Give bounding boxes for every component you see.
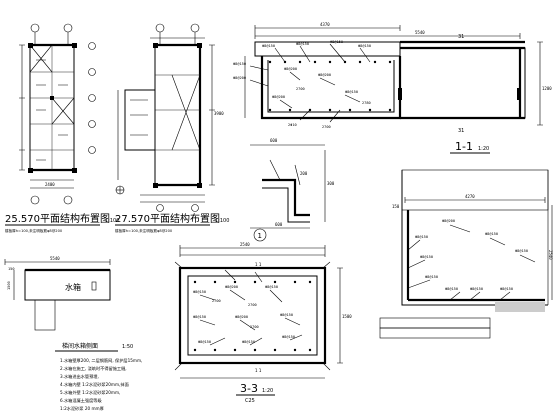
note-line-2: 2.水箱在施工, 浇筑时不得留施工缝, (60, 365, 127, 372)
s33-right-dim: 1500 (342, 314, 352, 319)
s22-bar-8: Φ8@150 (470, 287, 483, 291)
s22-bar-7: Φ8@150 (445, 287, 458, 291)
bottom-right-block (379, 317, 491, 339)
s11-spacing-1: 2Φ10 (288, 123, 297, 127)
s33-bar-9: Φ8@150 (282, 335, 295, 339)
s33-top-dim: 2540 (240, 242, 250, 247)
detail-dim-2: 300 (327, 181, 335, 186)
s11-bar-4: Φ8@150 (358, 44, 371, 48)
s22-dim-right: 2540 (548, 250, 553, 260)
note-line-7: 1:2水泥砂浆 20 mm厚 (60, 405, 104, 412)
tank-scale: 1:50 (122, 344, 133, 350)
s33-bar-7: Φ8@150 (198, 340, 211, 344)
plan-right-dim: 3900 (214, 111, 224, 116)
plan-left-scale: 1:100 (105, 218, 119, 224)
s11-spacing-3: 2700 (296, 87, 305, 91)
note-line-4: 4.水箱内壁 1:2水泥砂浆20mm,抹面 (60, 381, 129, 388)
plan-right-scale: 1:100 (215, 218, 229, 224)
plan-27570: 3900 27.570平面结构布置图 1:100 楼板厚h=100,未注明板筋φ… (115, 23, 229, 233)
note-line-6: 6.水箱混凝土强度等级 (60, 397, 102, 404)
s33-side-a: 1 1 (255, 262, 262, 267)
s11-bar-10: Φ8@200 (233, 76, 246, 80)
detail-dim-4: 600 (275, 222, 283, 227)
note-line-3: 3.水箱进出水管预埋, (60, 373, 99, 380)
s33-bar-5: Φ8@200 (235, 315, 248, 319)
s33-bar-6: Φ8@150 (280, 313, 293, 317)
s33-spacing-3: 2700 (250, 325, 259, 329)
tank-elevation: 5540 150 水箱 1500 梯间水箱侧面 1:50 (4, 256, 133, 352)
tank-label: 水箱 (65, 282, 81, 292)
s11-bar-6: Φ8@200 (318, 73, 331, 77)
s11-bar-8: Φ8@200 (272, 95, 285, 99)
section-3-3: 1 2540 1 1 1500 Φ8@150 Φ8@200 Φ8@150 Φ8@… (174, 228, 352, 404)
s33-bar-3: Φ8@150 (265, 285, 278, 289)
s11-label-top: 31 (458, 34, 464, 40)
detail-dim-3: 200 (300, 171, 308, 176)
s22-dim-left: 150 (392, 204, 400, 209)
s11-dim-b: 5540 (415, 30, 425, 35)
tank-small-dim-1: 150 (8, 267, 15, 271)
plan-right-note: 楼板厚h=100,未注明板筋φ8@200 (115, 228, 173, 233)
s11-spacing-2: 2700 (322, 125, 331, 129)
plan-right-title: 27.570平面结构布置图 (115, 212, 220, 225)
s22-bar-1: Φ8@150 (415, 235, 428, 239)
s33-bar-4: Φ8@150 (193, 315, 206, 319)
plan-left-dim: 2400 (45, 182, 55, 187)
plan-25570: 2400 25.570平面结构布置图 1:100 楼板厚h=100,未注明板筋φ… (5, 23, 119, 233)
s11-bar-1: Φ8@150 (262, 44, 275, 48)
s11-scale: 1:20 (478, 146, 489, 152)
s11-label-bottom: 31 (458, 128, 464, 134)
s11-bar-2: Φ8@150 (296, 42, 309, 46)
s22-bar-2: Φ8@150 (420, 255, 433, 259)
notes-block: 1.水箱壁厚200, 二层钢筋网, 保护层15mm, 2.水箱在施工, 浇筑时不… (60, 357, 142, 412)
tank-height-dim: 1500 (7, 281, 11, 290)
section-2-2: 4270 150 2540 Φ8@150 Φ8@150 Φ8@150 Φ8@20… (392, 169, 553, 312)
s11-side-dim: 1200 (542, 86, 552, 91)
s11-spacing-4: 2780 (362, 101, 371, 105)
s33-spacing-1: 2700 (212, 299, 221, 303)
s22-bar-9: Φ8@150 (500, 287, 513, 291)
s33-concrete: C25 (245, 398, 255, 404)
plan-left-title: 25.570平面结构布置图 (5, 212, 110, 225)
tank-width-dim: 5540 (50, 256, 60, 261)
s33-side-b: 1 1 (255, 368, 262, 373)
s22-bar-6: Φ8@150 (515, 249, 528, 253)
s22-dim-top: 4270 (465, 194, 475, 199)
detail-small: 600 300 200 600 (250, 138, 335, 229)
s33-bar-1: Φ8@150 (193, 290, 206, 294)
s11-bar-7: Φ8@150 (345, 90, 358, 94)
s33-bar-2: Φ8@200 (225, 285, 238, 289)
s22-bar-5: Φ8@150 (485, 232, 498, 236)
s22-bar-3: Φ8@150 (425, 275, 438, 279)
s33-axis-label: 1 (258, 232, 262, 240)
detail-dim-1: 600 (270, 138, 278, 143)
s33-bar-8: Φ8@150 (242, 340, 255, 344)
note-line-5: 5.水箱外壁 1:2水泥砂浆20mm, (60, 389, 120, 396)
plan-left-note: 楼板厚h=100,未注明板筋φ8@200 (5, 228, 63, 233)
s11-bar-5: Φ8@200 (284, 67, 297, 71)
s33-spacing-2: 2700 (248, 303, 257, 307)
s33-title: 3-3 (240, 382, 258, 395)
s11-bar-3: Φ8@150 (330, 40, 343, 44)
section-1-1: 4370 5540 31 31 1200 (233, 22, 552, 154)
s11-title: 1-1 (455, 140, 473, 153)
s11-bar-9: Φ8@150 (233, 62, 246, 66)
s22-bar-4: Φ8@200 (442, 219, 455, 223)
tank-title: 梯间水箱侧面 (62, 342, 98, 350)
s33-scale: 1:20 (262, 388, 273, 394)
note-line-1: 1.水箱壁厚200, 二层钢筋网, 保护层15mm, (60, 357, 142, 364)
s11-dim-a: 4370 (320, 22, 330, 27)
